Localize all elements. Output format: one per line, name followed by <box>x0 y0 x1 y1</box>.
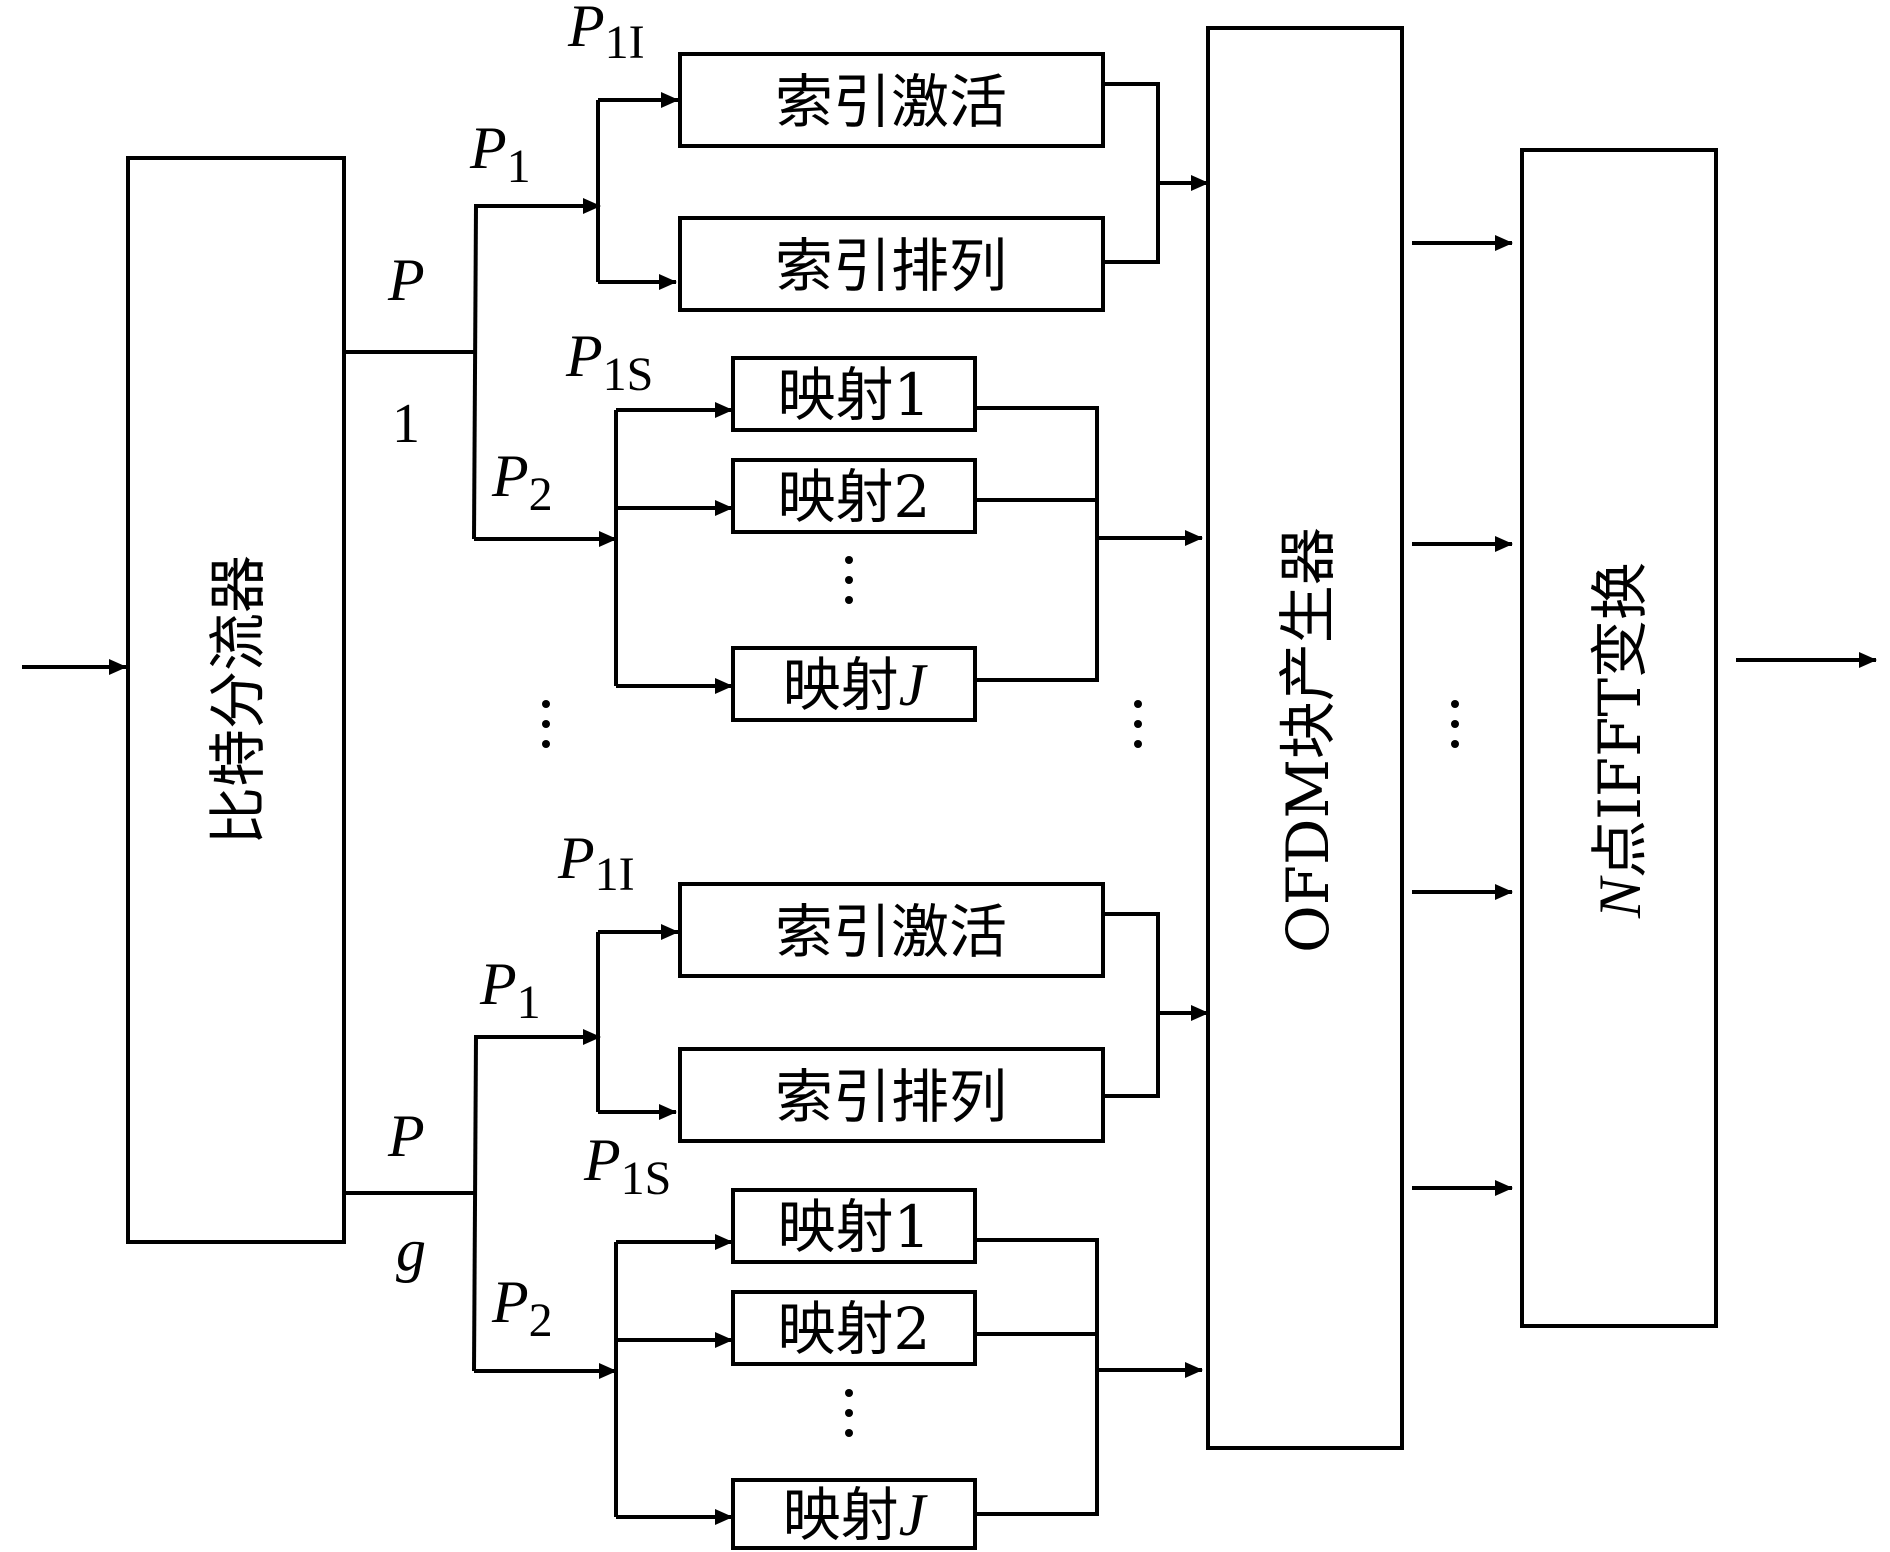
map-2-box <box>731 1290 977 1366</box>
group-p-label: P <box>387 1103 425 1169</box>
map-merge-line <box>975 406 1099 682</box>
group-p-label: P <box>387 247 425 313</box>
p1s-label: P1S <box>583 1127 671 1205</box>
split-line <box>472 205 478 540</box>
p1-label: P1 <box>479 951 541 1029</box>
map-j-label: 映射J <box>783 651 928 719</box>
map-ellipsis <box>845 556 853 604</box>
split-line <box>472 1036 478 1372</box>
index-permutation-box <box>678 216 1105 312</box>
group-ellipsis-right <box>1134 700 1142 748</box>
bit-splitter-box <box>126 156 346 1244</box>
index-permutation-label: 索引排列 <box>775 1063 1007 1131</box>
ifft-label: N点IFFT变换 <box>1586 562 1654 919</box>
map-2-label: 映射2 <box>778 1295 931 1363</box>
ofdm-generator-label: OFDM块产生器 <box>1274 527 1342 953</box>
map-1-box <box>731 356 977 432</box>
p1i-label: P1I <box>567 0 645 69</box>
ifft-box <box>1520 148 1718 1328</box>
index-merge-line <box>1103 82 1160 264</box>
p1-label: P1 <box>469 115 531 193</box>
p2-label: P2 <box>491 1269 553 1347</box>
index-permutation-label: 索引排列 <box>775 232 1007 300</box>
map-2-label: 映射2 <box>778 463 931 531</box>
group-index-label: 1 <box>392 393 420 455</box>
map-1-box <box>731 1188 977 1264</box>
index-activation-box <box>678 52 1105 148</box>
group-index-label: g <box>396 1217 426 1283</box>
p1s-label: P1S <box>565 323 653 401</box>
p1i-label: P1I <box>557 825 635 901</box>
group-g: P g P1 P2 P1I 索引激活 索引排列 P1S 映射1 映射2 映射J <box>344 825 1209 1550</box>
group-ellipsis-left <box>542 700 550 748</box>
group-1: P 1 P1 P2 P1I 索引激活 索引排列 P1S 映射1 映射2 映射 <box>344 0 1209 722</box>
map-merge-line <box>975 1238 1099 1516</box>
index-activation-label: 索引激活 <box>775 898 1007 966</box>
map-j-box <box>731 646 977 722</box>
ofdm-generator-box <box>1206 26 1404 1450</box>
p2-label: P2 <box>491 443 553 521</box>
map-j-box <box>731 1478 977 1550</box>
map-1-label: 映射1 <box>778 361 931 429</box>
map-2-box <box>731 458 977 534</box>
bit-splitter-label: 比特分流器 <box>204 555 272 845</box>
index-permutation-box <box>678 1047 1105 1143</box>
index-merge-line <box>1103 912 1160 1098</box>
index-activation-box <box>678 882 1105 978</box>
index-activation-label: 索引激活 <box>775 68 1007 136</box>
map-j-label: 映射J <box>783 1481 928 1549</box>
map-ellipsis <box>845 1389 853 1437</box>
map-1-label: 映射1 <box>778 1193 931 1261</box>
ofdm-ifft-ellipsis <box>1451 700 1459 748</box>
